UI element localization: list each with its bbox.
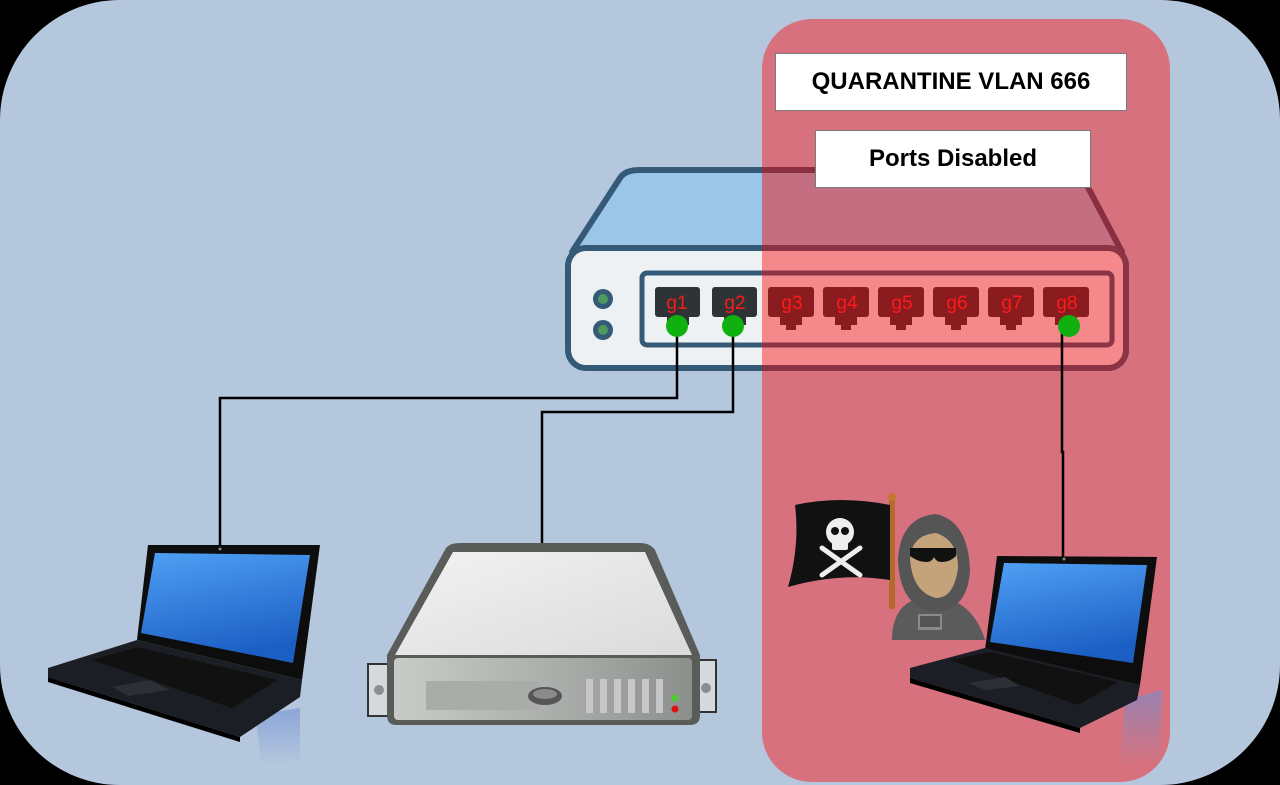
cable-g1-laptop xyxy=(218,327,679,548)
svg-text:g2: g2 xyxy=(724,293,745,314)
link-led-g1 xyxy=(666,315,688,337)
server-alert-led xyxy=(671,705,679,713)
svg-text:g1: g1 xyxy=(666,293,687,314)
ports-disabled-label: Ports Disabled xyxy=(815,130,1091,188)
quarantine-vlan-label: QUARANTINE VLAN 666 xyxy=(775,53,1127,111)
server-power-led xyxy=(671,694,679,702)
cable-g8-attacker xyxy=(1060,327,1065,558)
cable-g2-server xyxy=(540,327,735,543)
link-led-g2 xyxy=(722,315,744,337)
